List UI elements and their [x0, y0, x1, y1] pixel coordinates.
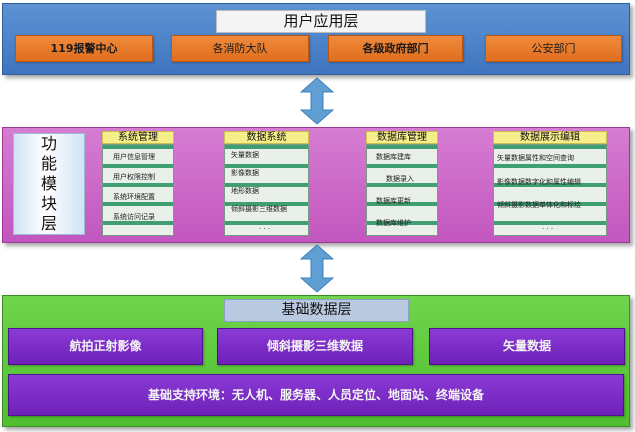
module-item[interactable]: 数据库维护 — [376, 219, 411, 227]
fire-brigade-button[interactable]: 各消防大队 — [171, 35, 309, 62]
module-item-list: 矢量数据 影像数据 地形数据 倾斜摄影三维数据 . . . — [224, 144, 309, 236]
module-item-list: 数据库建库 数据录入 数据库更新 数据库维护 — [366, 144, 438, 236]
vector-data-box[interactable]: 矢量数据 — [429, 328, 625, 365]
module-database-management: 数据库管理 数据库建库 数据录入 数据库更新 数据库维护 — [366, 131, 438, 237]
label-char: 功 — [40, 134, 57, 153]
module-item[interactable]: 矢量数据 — [231, 151, 259, 159]
government-department-button[interactable]: 各级政府部门 — [328, 35, 463, 62]
police-department-button[interactable]: 公安部门 — [485, 35, 622, 62]
module-item[interactable]: 用户权限控制 — [113, 173, 155, 181]
module-title[interactable]: 系统管理 — [102, 131, 174, 144]
double-arrow-icon — [300, 244, 334, 293]
module-item[interactable]: 倾斜摄影数据单体化和标绘 — [497, 201, 581, 209]
module-item[interactable]: 倾斜摄影三维数据 — [231, 205, 287, 213]
support-environment-box[interactable]: 基础支持环境：无人机、服务器、人员定位、地面站、终端设备 — [8, 374, 624, 416]
module-data-display-edit: 数据展示编辑 矢量数据属性和空间查询 影像数据数字化和属性编辑 倾斜摄影数据单体… — [493, 131, 607, 237]
module-title[interactable]: 数据库管理 — [366, 131, 438, 144]
module-item[interactable]: 数据库更新 — [376, 197, 411, 205]
module-item[interactable]: 矢量数据属性和空间查询 — [497, 154, 574, 162]
module-title[interactable]: 数据展示编辑 — [493, 131, 607, 144]
module-title[interactable]: 数据系统 — [224, 131, 309, 144]
module-item: . . . — [542, 223, 554, 231]
module-item[interactable]: 数据库建库 — [376, 153, 411, 161]
module-item[interactable]: 影像数据 — [231, 169, 259, 177]
aerial-orthophoto-box[interactable]: 航拍正射影像 — [8, 328, 203, 365]
basic-data-layer: 基础数据层 航拍正射影像 倾斜摄影三维数据 矢量数据 基础支持环境：无人机、服务… — [2, 295, 630, 427]
user-layer-title: 用户应用层 — [216, 10, 426, 33]
data-layer-title: 基础数据层 — [224, 299, 409, 322]
module-system-management: 系统管理 用户信息管理 用户权限控制 系统环境配置 系统访问记录 — [102, 131, 174, 237]
label-char: 能 — [40, 154, 57, 173]
alarm-center-button[interactable]: 119报警中心 — [15, 35, 153, 62]
module-item[interactable]: 系统访问记录 — [113, 213, 155, 221]
double-arrow-icon — [300, 77, 334, 125]
label-char: 模 — [40, 174, 57, 193]
user-application-layer: 用户应用层 119报警中心 各消防大队 各级政府部门 公安部门 — [2, 3, 630, 75]
module-item[interactable]: 影像数据数字化和属性编辑 — [497, 178, 581, 186]
label-char: 块 — [40, 194, 57, 213]
module-item-list: 用户信息管理 用户权限控制 系统环境配置 系统访问记录 — [102, 144, 174, 236]
module-item-list: 矢量数据属性和空间查询 影像数据数字化和属性编辑 倾斜摄影数据单体化和标绘 . … — [493, 144, 607, 236]
function-module-layer: 功 能 模 块 层 系统管理 用户信息管理 用户权限控制 系统环境配置 系统访问… — [2, 127, 630, 243]
module-item[interactable]: 系统环境配置 — [113, 193, 155, 201]
module-item[interactable]: 用户信息管理 — [113, 153, 155, 161]
oblique-3d-data-box[interactable]: 倾斜摄影三维数据 — [217, 328, 413, 365]
function-layer-label: 功 能 模 块 层 — [13, 133, 85, 235]
module-data-system: 数据系统 矢量数据 影像数据 地形数据 倾斜摄影三维数据 . . . — [224, 131, 309, 237]
module-item[interactable]: 数据录入 — [386, 175, 414, 183]
module-item: . . . — [259, 223, 271, 231]
module-item[interactable]: 地形数据 — [231, 187, 259, 195]
label-char: 层 — [40, 214, 57, 233]
